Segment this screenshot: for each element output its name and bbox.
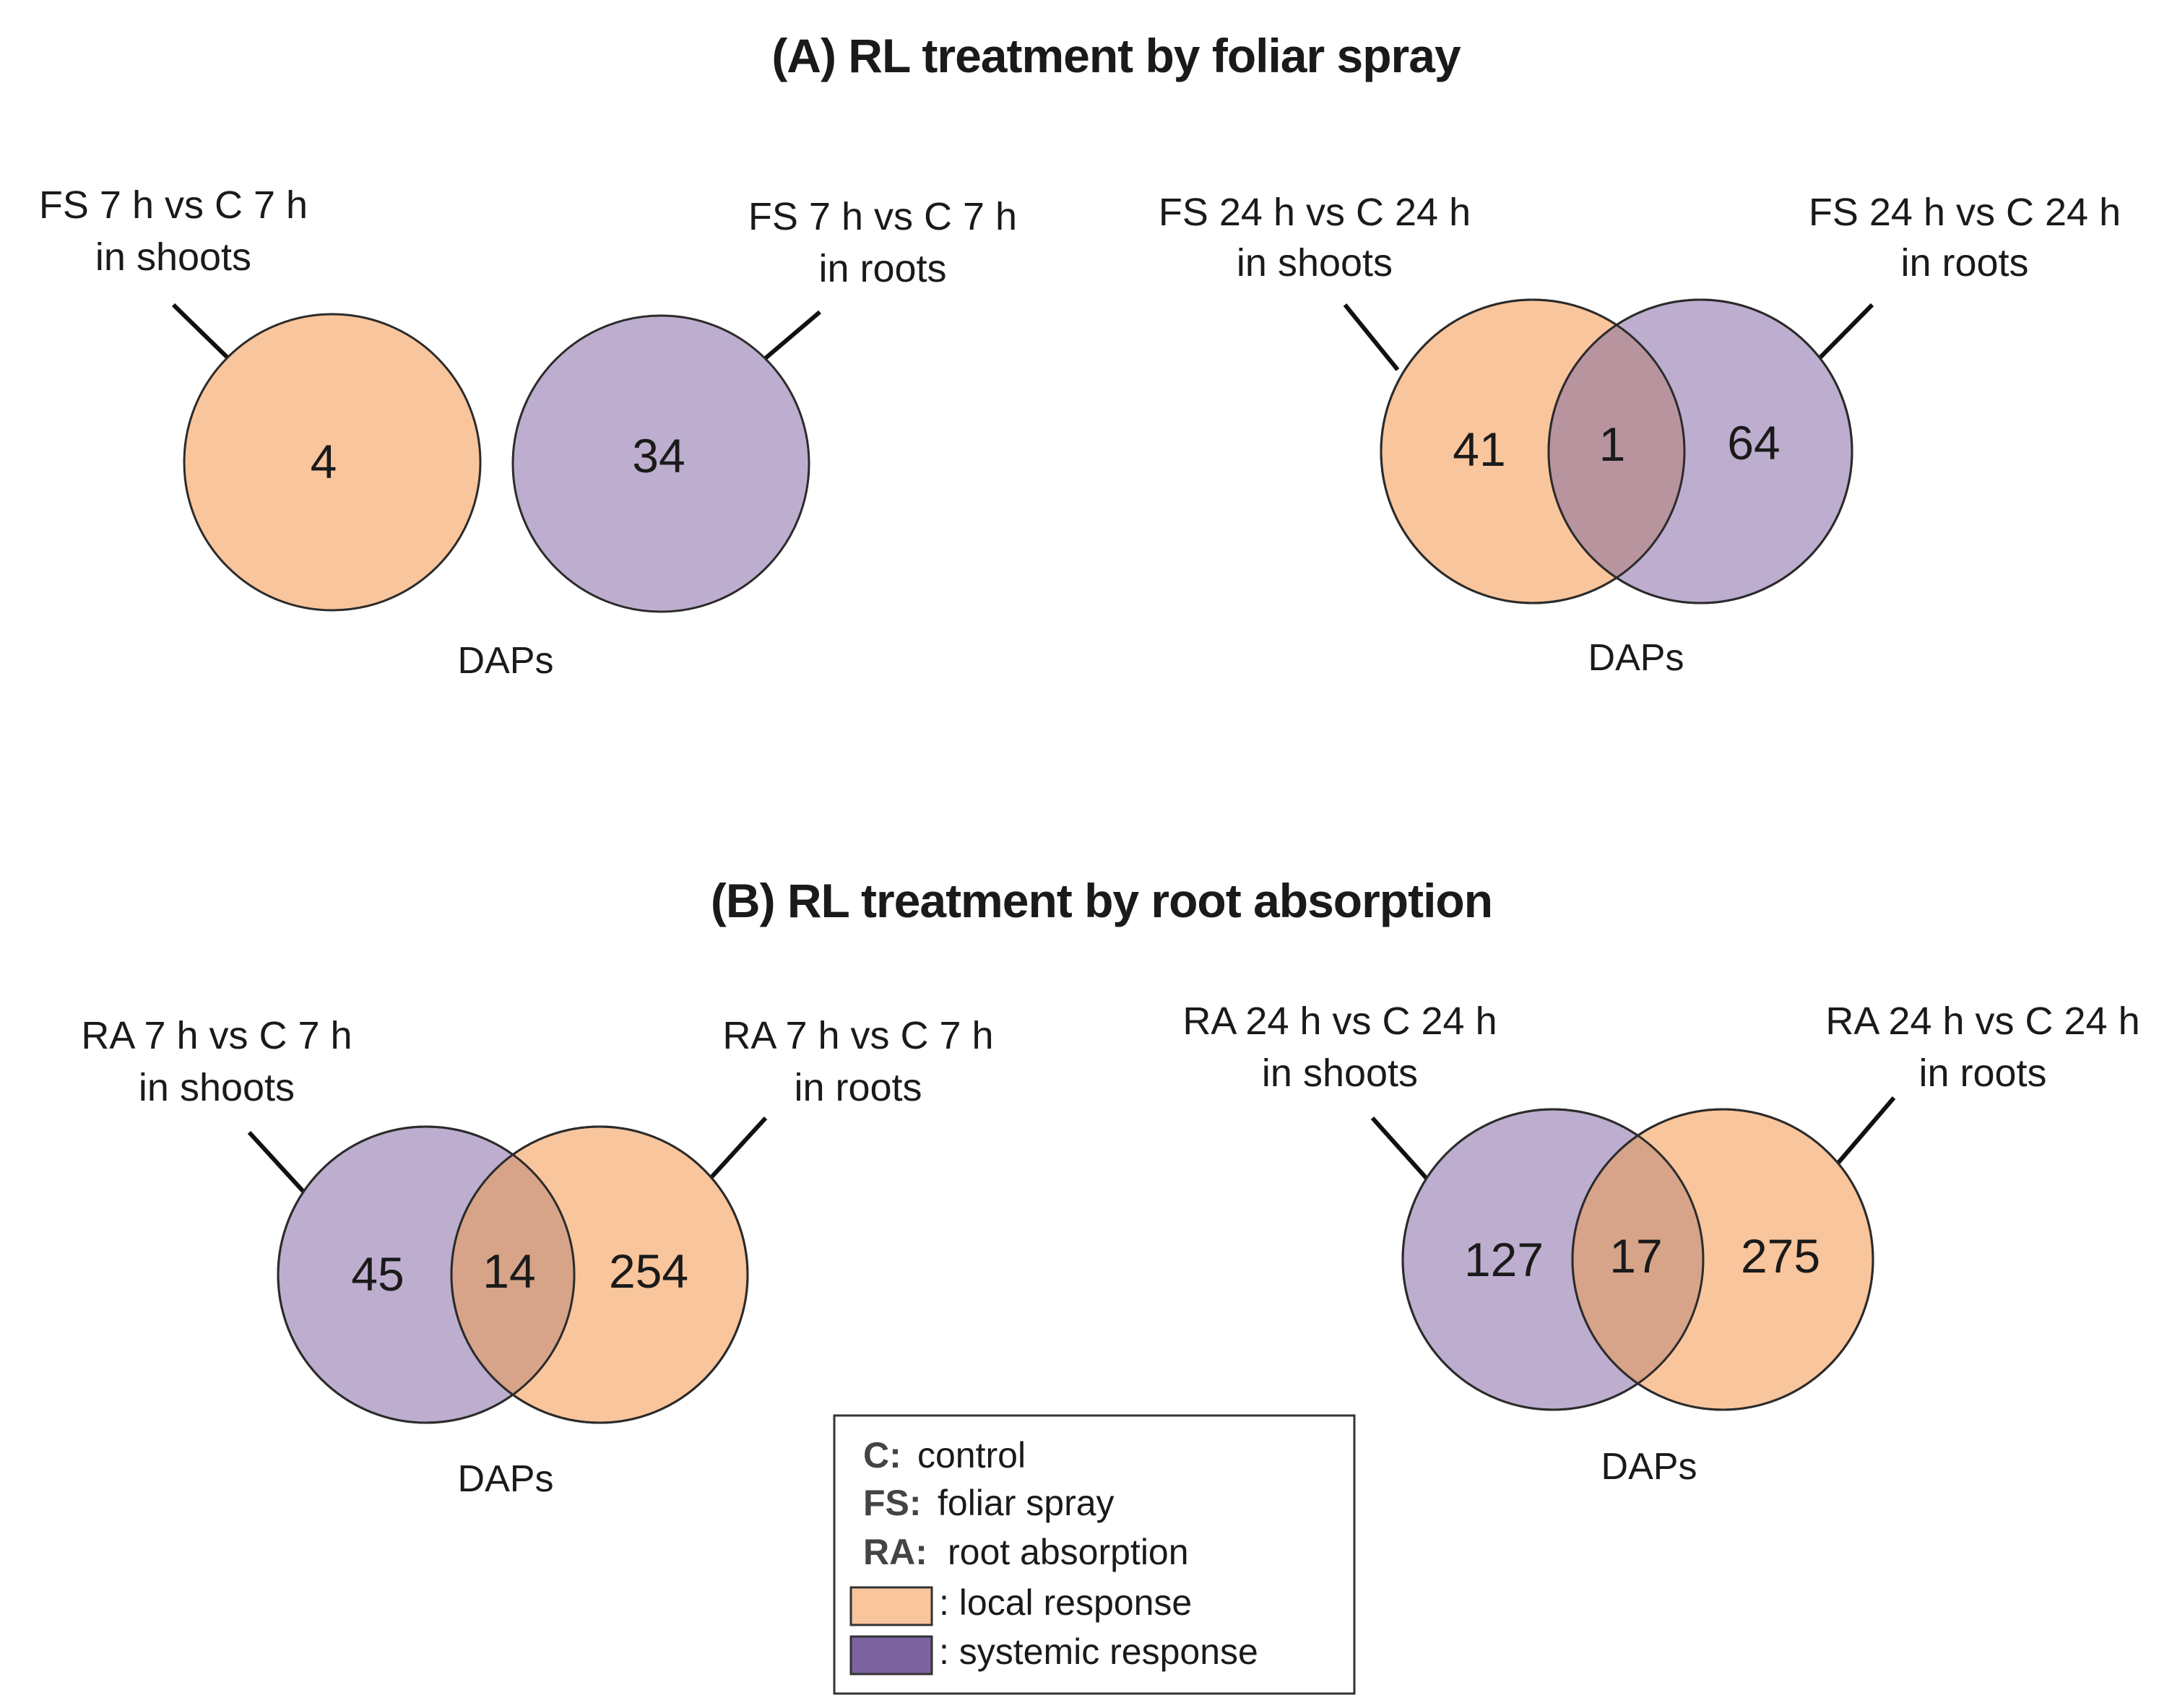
label-roots-line2: in roots <box>794 1066 922 1109</box>
label-roots-line1: FS 7 h vs C 7 h <box>748 195 1017 238</box>
venn-circle-roots <box>511 314 810 613</box>
label-shoots-line2: in shoots <box>139 1066 295 1109</box>
legend-ra-key: RA: <box>863 1532 927 1572</box>
leader-line <box>247 1130 307 1195</box>
footer-daps: DAPs <box>1601 1446 1697 1488</box>
label-roots-line2: in roots <box>1918 1052 2046 1095</box>
venn-overlap <box>1549 300 1684 603</box>
panel-a-title: (A) RL treatment by foliar spray <box>771 29 1461 82</box>
venn-overlap <box>1572 1109 1703 1410</box>
leader-line <box>1370 1116 1431 1183</box>
venn-b7: RA 7 h vs C 7 h in shoots RA 7 h vs C 7 … <box>81 1014 993 1500</box>
leader-line <box>761 310 821 363</box>
count-roots: 254 <box>609 1244 688 1298</box>
venn-circle-shoots <box>183 313 482 612</box>
count-shoots: 127 <box>1464 1233 1544 1286</box>
leader-line <box>709 1116 768 1179</box>
legend-local-swatch <box>849 1586 933 1626</box>
label-roots-line1: RA 24 h vs C 24 h <box>1825 1000 2139 1043</box>
label-shoots-line1: RA 7 h vs C 7 h <box>81 1014 352 1057</box>
leader-line <box>1343 303 1400 371</box>
panel-b-title: (B) RL treatment by root absorption <box>711 874 1492 927</box>
label-roots-line1: FS 24 h vs C 24 h <box>1809 191 2121 234</box>
footer-daps: DAPs <box>458 640 554 682</box>
count-roots: 275 <box>1741 1229 1820 1283</box>
legend-systemic-swatch <box>849 1635 933 1676</box>
legend-c-key: C: <box>863 1435 901 1475</box>
label-roots-line2: in roots <box>1900 241 2028 285</box>
legend: C: control FS: foliar spray RA: root abs… <box>833 1414 1356 1695</box>
count-shoots: 4 <box>311 435 337 488</box>
label-shoots-line2: in shoots <box>1262 1052 1418 1095</box>
leader-line <box>171 303 233 363</box>
leader-line <box>1836 1096 1896 1164</box>
count-roots: 34 <box>632 429 685 482</box>
legend-fs-text: foliar spray <box>938 1483 1115 1523</box>
venn-a24: FS 24 h vs C 24 h in shoots FS 24 h vs C… <box>1159 191 2121 679</box>
legend-systemic-text: : systemic response <box>939 1631 1258 1672</box>
label-shoots-line2: in shoots <box>95 235 251 279</box>
venn-a7: FS 7 h vs C 7 h in shoots FS 7 h vs C 7 … <box>39 183 1017 682</box>
count-overlap: 1 <box>1599 417 1626 471</box>
legend-fs-key: FS: <box>863 1483 922 1523</box>
count-overlap: 17 <box>1609 1229 1662 1283</box>
count-shoots: 41 <box>1453 422 1505 476</box>
count-roots: 64 <box>1727 416 1780 469</box>
footer-daps: DAPs <box>458 1458 554 1500</box>
legend-local-text: : local response <box>939 1582 1192 1623</box>
label-roots-line2: in roots <box>818 247 946 290</box>
label-roots-line1: RA 7 h vs C 7 h <box>722 1014 993 1057</box>
legend-ra-text: root absorption <box>948 1532 1189 1572</box>
label-shoots-line2: in shoots <box>1237 241 1393 285</box>
label-shoots-line1: RA 24 h vs C 24 h <box>1182 1000 1497 1043</box>
venn-b24: RA 24 h vs C 24 h in shoots RA 24 h vs C… <box>1182 1000 2139 1488</box>
legend-c-text: control <box>917 1435 1026 1475</box>
count-shoots: 45 <box>351 1247 404 1301</box>
label-shoots-line1: FS 7 h vs C 7 h <box>39 183 308 227</box>
count-overlap: 14 <box>483 1244 535 1298</box>
leader-line <box>1814 303 1874 363</box>
venn-overlap <box>451 1127 574 1423</box>
label-shoots-line1: FS 24 h vs C 24 h <box>1159 191 1471 234</box>
footer-daps: DAPs <box>1588 637 1684 679</box>
